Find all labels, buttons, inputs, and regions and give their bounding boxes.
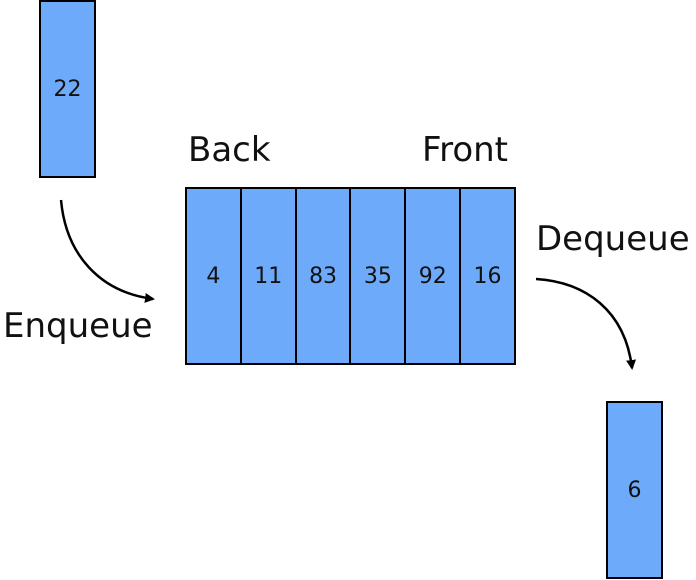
queue-cell: 83 xyxy=(294,189,350,363)
back-label: Back xyxy=(188,130,271,170)
queue-cell: 92 xyxy=(404,189,459,363)
dequeue-arrow xyxy=(535,277,637,370)
incoming-element: 22 xyxy=(39,0,96,178)
dequeue-label: Dequeue xyxy=(536,219,690,259)
queue-cell: 11 xyxy=(239,189,295,363)
queue-cell-value: 4 xyxy=(206,263,221,289)
enqueue-arrow xyxy=(59,199,155,303)
queue-cell-value: 35 xyxy=(363,263,392,289)
queue-cell: 16 xyxy=(459,189,514,363)
queue-cell: 4 xyxy=(187,189,240,363)
queue-cell-value: 92 xyxy=(418,263,447,289)
queue-cell-value: 83 xyxy=(309,263,338,289)
front-label: Front xyxy=(422,130,508,170)
queue-cell-value: 11 xyxy=(254,263,283,289)
queue-cell-value: 16 xyxy=(473,263,502,289)
incoming-element-value: 22 xyxy=(53,76,82,102)
outgoing-element: 6 xyxy=(606,401,663,579)
queue-container: 4 11 83 35 92 16 xyxy=(185,187,516,365)
enqueue-label: Enqueue xyxy=(3,306,153,346)
queue-cell: 35 xyxy=(349,189,404,363)
outgoing-element-value: 6 xyxy=(627,477,642,503)
